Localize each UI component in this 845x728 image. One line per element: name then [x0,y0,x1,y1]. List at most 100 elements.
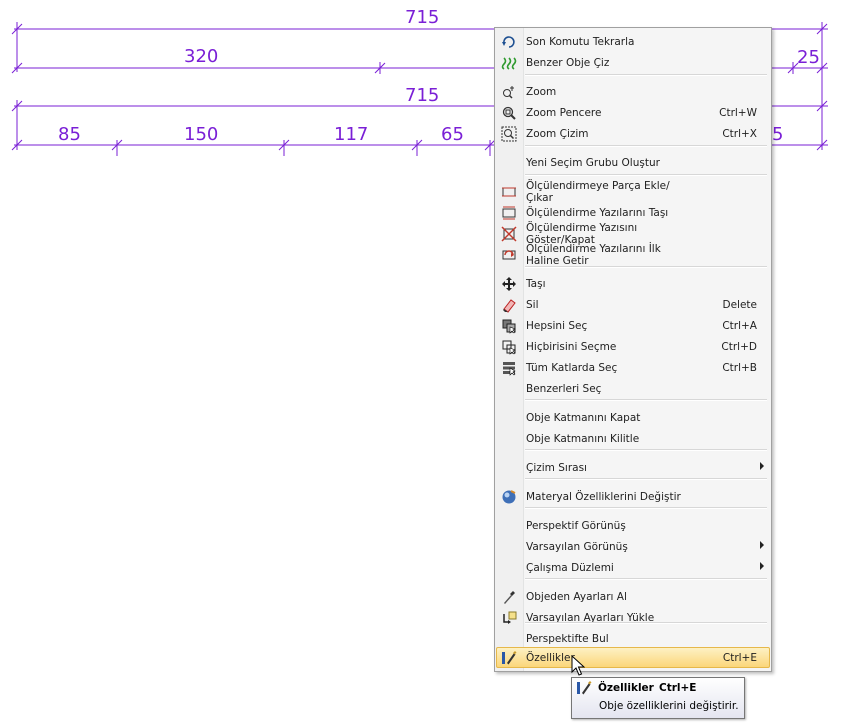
menu-separator [525,145,767,147]
menu-item-icon-slot [497,628,521,649]
tooltip-shortcut: Ctrl+E [659,682,697,694]
menu-item[interactable]: Ölçülendirme Yazısını Göster/Kapat [497,221,769,246]
dimension-label[interactable]: 320 [184,46,219,67]
menu-item[interactable]: Tüm Katlarda Seç Ctrl+B [497,357,769,378]
tooltip-description: Obje özelliklerini değiştirir. [599,700,739,712]
submenu-arrow-icon [760,462,764,470]
menu-item-icon-slot [497,428,521,449]
dimension-label[interactable]: 715 [405,85,440,106]
menu-item-label: Ölçülendirmeye Parça Ekle/Çıkar [526,179,670,204]
zoom-window-icon [497,102,521,123]
menu-item-shortcut: Ctrl+X [722,127,757,140]
menu-item[interactable]: Ölçülendirme Yazılarını İlk Haline Getir [497,242,769,267]
menu-item[interactable]: Çizim Sırası [497,457,769,478]
menu-item-label: Zoom Pencere [526,106,602,119]
menu-item-label: Taşı [526,277,546,290]
menu-separator [525,266,767,268]
menu-item-icon-slot [497,536,521,557]
menu-separator [525,399,767,401]
dimension-label[interactable]: 65 [441,124,464,145]
menu-item[interactable]: Zoom Pencere Ctrl+W [497,102,769,123]
menu-item[interactable]: Materyal Özelliklerini Değiştir [497,486,769,507]
menu-item[interactable]: Benzer Obje Çiz [497,52,769,73]
menu-item[interactable]: Perspektifte Bul [497,628,769,649]
menu-item-shortcut: Ctrl+W [719,106,757,119]
menu-item-label: Varsayılan Görünüş [526,540,628,553]
menu-item-icon-slot [497,407,521,428]
menu-separator [525,507,767,509]
menu-item-label: Son Komutu Tekrarla [526,35,635,48]
mouse-cursor-icon [571,655,585,676]
menu-item-label: Ölçülendirme Yazılarını Taşı [526,206,669,219]
menu-item-label: Sil [526,298,539,311]
menu-item-label: Materyal Özelliklerini Değiştir [526,490,681,503]
dimension-reset-icon [497,244,521,265]
menu-item[interactable]: Obje Katmanını Kilitle [497,428,769,449]
repeat-command-icon [497,31,521,52]
dimension-label[interactable]: 85 [58,124,81,145]
menu-item-label: Obje Katmanını Kapat [526,411,641,424]
menu-item-icon-slot [497,515,521,536]
menu-item-icon-slot [497,378,521,399]
menu-item[interactable]: Son Komutu Tekrarla [497,31,769,52]
tooltip: Özellikler Ctrl+E Obje özelliklerini değ… [571,677,745,719]
dimension-label[interactable]: 117 [334,124,369,145]
menu-item[interactable]: Sil Delete [497,294,769,315]
menu-item-shortcut: Ctrl+D [721,340,757,353]
load-defaults-icon [497,607,521,628]
menu-item-label: Ölçülendirme Yazılarını İlk Haline Getir [526,242,661,267]
submenu-arrow-icon [760,541,764,549]
dimension-add-icon [497,181,521,202]
menu-item-label: Perspektif Görünüş [526,519,626,532]
select-none-icon [497,336,521,357]
draw-similar-icon [497,52,521,73]
menu-item-shortcut: Ctrl+A [722,319,757,332]
menu-item[interactable]: Ölçülendirme Yazılarını Taşı [497,202,769,223]
menu-item-shortcut: Ctrl+B [722,361,757,374]
menu-item-label: Varsayılan Ayarları Yükle [526,611,655,624]
menu-item[interactable]: Varsayılan Ayarları Yükle [497,607,769,628]
menu-item[interactable]: Objeden Ayarları Al [497,586,769,607]
menu-item-shortcut: Delete [722,298,758,311]
menu-item[interactable]: Taşı [497,273,769,294]
dimension-label[interactable]: 5 [772,124,784,145]
menu-item[interactable]: Perspektif Görünüş [497,515,769,536]
dimension-label[interactable]: 715 [405,7,440,28]
menu-separator [525,449,767,451]
menu-item[interactable]: Obje Katmanını Kapat [497,407,769,428]
menu-separator [525,622,767,624]
eraser-icon [497,294,521,315]
menu-item[interactable]: Yeni Seçim Grubu Oluştur [497,152,769,173]
eyedropper-icon [497,586,521,607]
menu-icon-gutter [495,28,524,671]
select-all-floors-icon [497,357,521,378]
menu-item[interactable]: Özellikler Ctrl+E [496,647,770,668]
menu-item-icon-slot [497,557,521,578]
menu-item-label: Perspektifte Bul [526,632,609,645]
menu-item-shortcut: Ctrl+E [722,651,757,664]
menu-separator [525,74,767,76]
zoom-drawing-icon [497,123,521,144]
menu-item[interactable]: Zoom Çizim Ctrl+X [497,123,769,144]
menu-item-label: Benzer Obje Çiz [526,56,610,69]
menu-item-label: Ölçülendirme Yazısını Göster/Kapat [526,221,638,246]
menu-item-label: Çalışma Düzlemi [526,561,614,574]
menu-item-label: Tüm Katlarda Seç [526,361,618,374]
menu-separator [525,578,767,580]
menu-item[interactable]: Çalışma Düzlemi [497,557,769,578]
menu-item[interactable]: Zoom [497,81,769,102]
menu-item-label: Zoom Çizim [526,127,589,140]
menu-item[interactable]: Benzerleri Seç [497,378,769,399]
menu-item[interactable]: Ölçülendirmeye Parça Ekle/Çıkar [497,179,769,204]
dimension-label[interactable]: 25 [797,47,820,68]
menu-item-label: Özellikler [526,651,575,664]
menu-item[interactable]: Varsayılan Görünüş [497,536,769,557]
menu-item-label: Yeni Seçim Grubu Oluştur [526,156,660,169]
menu-item-label: Zoom [526,85,557,98]
submenu-arrow-icon [760,562,764,570]
dimension-label[interactable]: 150 [184,124,219,145]
dimension-move-text-icon [497,202,521,223]
